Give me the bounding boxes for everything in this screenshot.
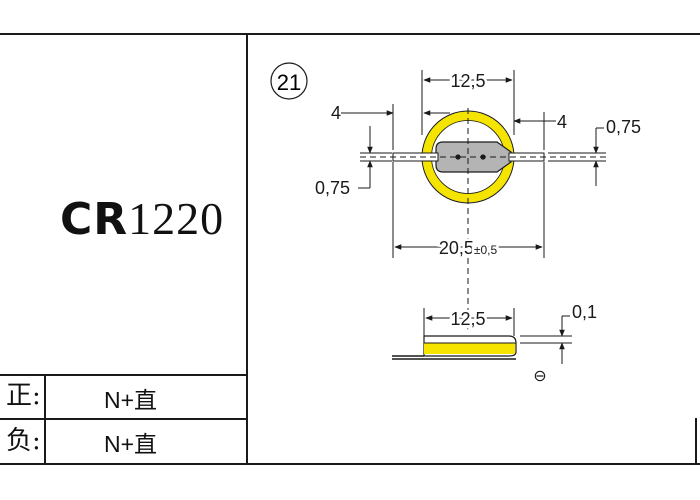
positive-terminal-value: N+直: [104, 387, 158, 413]
model-number: 1220: [128, 193, 225, 244]
dim-width-top: 12,5: [450, 71, 485, 91]
dim-overall-tolerance: ±0,5: [474, 243, 498, 257]
dim-overall-value: 20,5: [439, 238, 474, 258]
dim-gap-side: 0,1: [572, 302, 597, 322]
row-divider-1: [0, 374, 248, 376]
frame-divider-vertical: [246, 33, 248, 465]
weld-point-1: [455, 154, 461, 160]
label-column-divider: [44, 374, 46, 465]
dim-tab-right: 4: [557, 112, 567, 132]
negative-terminal-value: N+直: [104, 431, 158, 457]
model-prefix: CR: [60, 194, 129, 245]
item-number-circle: [270, 62, 308, 100]
dim-thickness-right: 0,75: [606, 117, 641, 137]
dim-overall: 20,5±0,5: [439, 238, 498, 258]
positive-terminal-label: 正:: [6, 381, 41, 411]
model-name: CR1220: [60, 196, 224, 242]
item-number: 21: [277, 70, 301, 95]
negative-terminal-label: 负:: [6, 426, 41, 456]
dim-thickness-left: 0,75: [315, 178, 350, 198]
negative-polarity-icon: ⊖: [533, 368, 546, 385]
dim-width-side: 12,5: [450, 309, 485, 329]
frame-top-border: [0, 33, 700, 35]
frame-right-edge-mark: [695, 418, 697, 465]
side-view-cell: [424, 343, 515, 354]
dim-tab-left: 4: [331, 103, 341, 123]
frame-bottom-border: [0, 463, 700, 465]
row-divider-2: [0, 418, 248, 420]
